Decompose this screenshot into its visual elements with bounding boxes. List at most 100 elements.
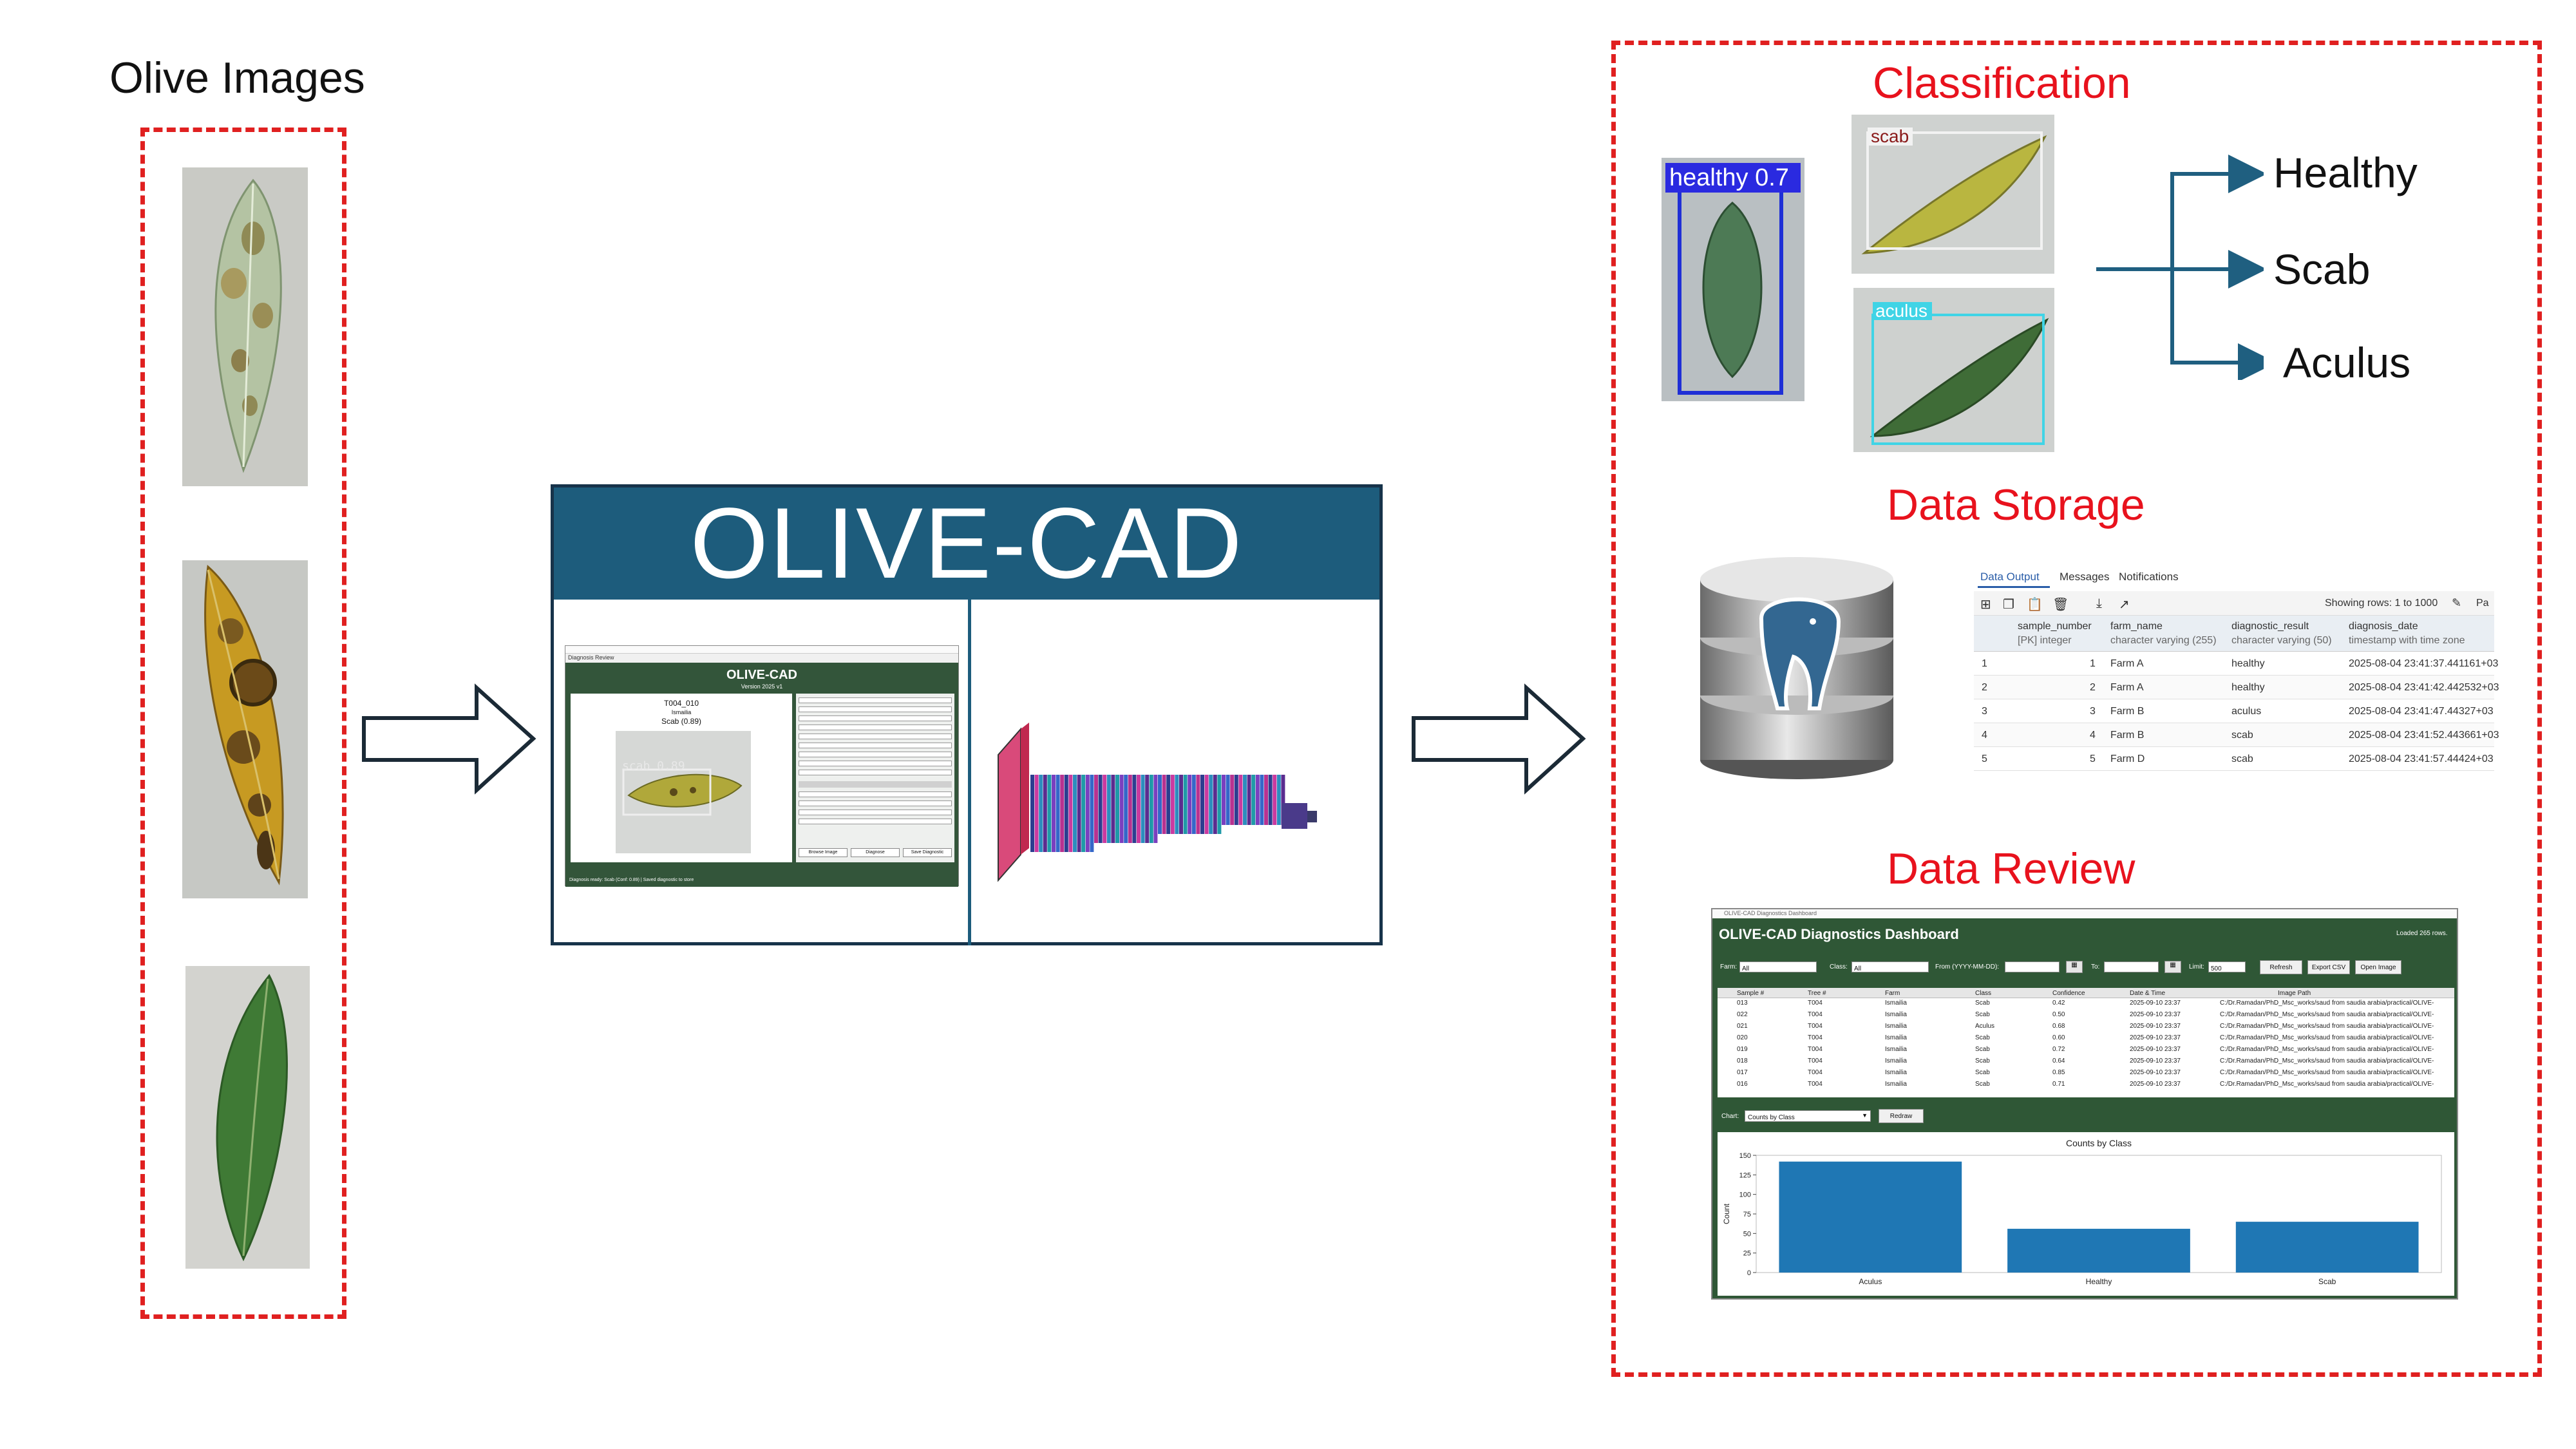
table-header-cell[interactable]: Image Path (2278, 990, 2311, 997)
y-tick-label: 125 (1739, 1171, 1751, 1179)
app-menu[interactable]: Diagnosis Review (568, 654, 614, 661)
leaf-image-healthy (185, 966, 310, 1269)
form-field-12[interactable] (799, 810, 952, 815)
open-image-button[interactable]: Open Image (2355, 960, 2401, 974)
table-cell: 0.68 (2052, 1023, 2065, 1030)
cnn-layer-slice (1081, 775, 1086, 852)
form-field-5[interactable] (799, 734, 952, 739)
diagnostics-table: Sample # Tree # Farm Class Confidence Date & … (1718, 988, 2454, 1097)
table-cell: T004 (1808, 1034, 1823, 1041)
app-window: Diagnosis Review OLIVE-CAD Version 2025 … (565, 645, 959, 887)
export-csv-button[interactable]: Export CSV (2307, 960, 2350, 974)
export-csv-label: Export CSV (2311, 964, 2346, 971)
edit-rows-icon[interactable]: ✎ (2452, 596, 2462, 609)
olive-images-box (140, 128, 346, 1319)
healthy-box-label: healthy 0.7 (1669, 164, 1789, 191)
delete-icon[interactable]: 🗑 (2052, 598, 2069, 612)
table-cell: T004 (1808, 1046, 1823, 1053)
pg-toolbar: ⊞ ❐ 📋 🗑 ⤓ ↗ Showing rows: 1 to 1000 ✎ Pa (1974, 591, 2494, 616)
tab-notifications[interactable]: Notifications (2119, 571, 2179, 583)
class-scab: Scab (2273, 245, 2371, 293)
cnn-layer-slice (1132, 775, 1137, 843)
form-field-1[interactable] (799, 697, 952, 703)
y-tick-label: 75 (1743, 1211, 1751, 1218)
cell-farm-name: Farm B (2110, 706, 2145, 717)
open-image-label: Open Image (2360, 964, 2396, 971)
redraw-button[interactable]: Redraw (1879, 1109, 1924, 1123)
form-field-4[interactable] (799, 724, 952, 730)
tab-data-output[interactable]: Data Output (1980, 571, 2040, 583)
form-field-2[interactable] (799, 706, 952, 712)
table-header-cell[interactable]: Confidence (2052, 990, 2085, 997)
table-header-cell[interactable]: Sample # (1737, 990, 1765, 997)
classified-leaf-aculus: aculus (1853, 288, 2054, 452)
browse-image-button[interactable]: Browse Image (799, 848, 848, 857)
form-field-3[interactable] (799, 715, 952, 721)
cnn-layer-slice (1094, 775, 1098, 843)
to-date-input[interactable] (2104, 961, 2159, 972)
row-index: 5 (1982, 753, 1987, 764)
table-header-cell[interactable]: Farm (1885, 990, 1900, 997)
table-header-cell[interactable]: Class (1975, 990, 1992, 997)
refresh-button[interactable]: Refresh (2260, 960, 2302, 974)
table-header-cell[interactable]: Date & Time (2130, 990, 2166, 997)
to-date-calendar-button[interactable]: ▦ (2164, 961, 2181, 973)
form-field-8[interactable] (799, 761, 952, 766)
table-cell: C:/Dr.Ramadan/PhD_Msc_works/saud from sa… (2220, 1057, 2434, 1065)
download-icon[interactable]: ⤓ (2096, 596, 2102, 611)
image-preview-area: T004_010 Ismailia Scab (0.89) scab 0.89 (571, 694, 792, 862)
cell-sample-number: 4 (2090, 730, 2096, 741)
table-header-cell[interactable]: Tree # (1808, 990, 1826, 997)
diagnose-button[interactable]: Diagnose (851, 848, 900, 857)
y-tick-label: 25 (1743, 1250, 1751, 1258)
x-tick-label: Healthy (2086, 1277, 2112, 1286)
from-date-calendar-button[interactable]: ▦ (2066, 961, 2083, 973)
paste-icon[interactable]: 📋 (2027, 598, 2043, 612)
table-cell: C:/Dr.Ramadan/PhD_Msc_works/saud from sa… (2220, 1034, 2434, 1041)
add-row-icon[interactable]: ⊞ (1980, 598, 1991, 612)
tab-messages[interactable]: Messages (2060, 571, 2110, 583)
save-diagnostic-button[interactable]: Save Diagnostic (903, 848, 952, 857)
class-filter-select[interactable]: All (1852, 961, 1929, 972)
class-branch-arrows (2096, 155, 2264, 380)
table-cell: 017 (1737, 1069, 1748, 1076)
graph-icon[interactable]: ↗ (2119, 598, 2130, 612)
table-cell: Scab (1975, 1034, 1990, 1041)
cnn-layer-slice (1060, 775, 1065, 852)
dashboard-window-title: OLIVE-CAD Diagnostics Dashboard (1724, 910, 1817, 916)
form-field-10[interactable] (799, 791, 952, 797)
from-date-input[interactable] (2005, 961, 2060, 972)
cnn-layer-slice (1153, 775, 1158, 843)
chart-type-select[interactable]: Counts by Class ▼ (1745, 1110, 1871, 1122)
cnn-layer-slice (1098, 775, 1103, 843)
table-cell: Scab (1975, 1011, 1990, 1018)
form-field-9[interactable] (799, 770, 952, 775)
farm-filter-select[interactable]: All (1739, 961, 1817, 972)
refresh-label: Refresh (2269, 964, 2293, 971)
cnn-layer-slice (1238, 775, 1243, 825)
table-cell: Scab (1975, 1069, 1990, 1076)
cell-farm-name: Farm D (2110, 753, 2145, 764)
copy-icon[interactable]: ❐ (2003, 598, 2014, 612)
table-cell: Scab (1975, 1057, 1990, 1065)
form-field-13[interactable] (799, 819, 952, 824)
bar-aculus (1779, 1161, 1962, 1273)
limit-input[interactable]: 500 (2208, 961, 2246, 972)
form-field-6[interactable] (799, 743, 952, 748)
form-field-11[interactable] (799, 800, 952, 806)
form-field-7[interactable] (799, 752, 952, 757)
